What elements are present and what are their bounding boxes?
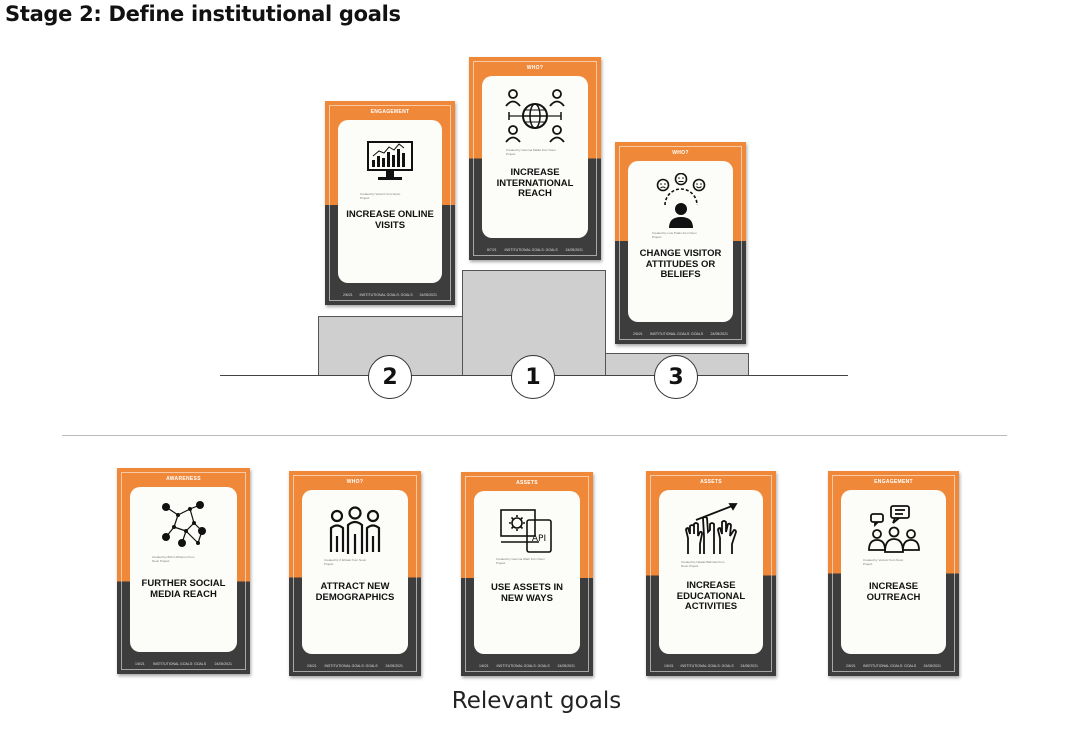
- card-date-code: 8/7/21: [487, 248, 497, 252]
- visitor-mood-icon: [656, 173, 705, 228]
- card-category: AWARENESS: [166, 476, 201, 482]
- card-footer: 1/6/21 INSTITUTIONAL GOALS: GOALS 24/05/…: [479, 664, 575, 668]
- goal-title: USE ASSETS IN NEW WAYS: [491, 582, 563, 604]
- goal-title: ATTRACT NEW DEMOGRAPHICS: [315, 581, 395, 603]
- goal-card-increase-online-visits[interactable]: ENGAGEMENT Created by Vectorz from Noun …: [325, 101, 455, 305]
- card-series: INSTITUTIONAL GOALS: GOALS: [496, 664, 550, 668]
- card-footer: 1/6/21 INSTITUTIONAL GOALS: GOALS 24/05/…: [664, 664, 758, 668]
- card-date: 24/05/2021: [557, 664, 575, 668]
- card-footer: 2/6/21 INSTITUTIONAL GOALS: GOALS 24/05/…: [343, 293, 437, 297]
- card-category: ENGAGEMENT: [874, 479, 913, 485]
- goal-card-further-social-media-reach[interactable]: AWARENESS Created by Bohm Dhamun from No…: [117, 468, 250, 674]
- goal-card-increase-international-reach[interactable]: WHO? Created by Gemma Mallet from Noun P…: [469, 57, 601, 260]
- card-category: WHO?: [526, 65, 544, 71]
- goal-title: INCREASE INTERNATIONAL REACH: [496, 167, 574, 199]
- card-date-code: 1/6/21: [479, 664, 489, 668]
- card-panel: Created by Vectorz from Noun Project INC…: [841, 490, 946, 654]
- rank-badge-3: 3: [654, 355, 698, 399]
- card-series: INSTITUTIONAL GOALS: GOALS: [650, 332, 704, 336]
- social-network-icon: [161, 501, 206, 547]
- card-date-code: 2/6/21: [307, 664, 317, 668]
- card-footer: 2/6/21 INSTITUTIONAL GOALS: GOALS 24/05/…: [307, 664, 403, 668]
- icon-credit: Created by Gemma Wark from Noun Project: [496, 557, 545, 565]
- card-category: ASSETS: [700, 479, 722, 485]
- goal-card-use-assets-in-new-ways[interactable]: ASSETS API Created by Gemma Wark from No…: [461, 472, 593, 676]
- icon-credit: Created by Vectorz from Noun Project: [360, 192, 401, 200]
- goal-title: CHANGE VISITOR ATTITUDES OR BELIEFS: [639, 248, 722, 280]
- goal-card-change-visitor-attitudes[interactable]: WHO? Created by Luis Prado from Noun Pro…: [615, 142, 746, 344]
- card-category: WHO?: [346, 479, 364, 485]
- card-footer: 2/6/21 INSTITUTIONAL GOALS: GOALS 24/05/…: [846, 664, 941, 668]
- card-date: 24/05/2021: [565, 248, 583, 252]
- card-panel: Created by Gemma Mallet from Noun Projec…: [482, 76, 588, 238]
- card-panel: Created by Luis Prado from Noun Project …: [628, 161, 733, 322]
- card-series: INSTITUTIONAL GOALS: GOALS: [680, 664, 734, 668]
- rank-badge-1: 1: [511, 355, 555, 399]
- card-date-code: 1/6/21: [664, 664, 674, 668]
- icon-credit: Created by Luis Prado from Noun Project: [652, 231, 697, 239]
- card-footer: 2/6/21 INSTITUTIONAL GOALS: GOALS 24/05/…: [633, 332, 728, 336]
- section-divider: [62, 435, 1007, 436]
- goal-title: INCREASE EDUCATIONAL ACTIVITIES: [676, 580, 746, 612]
- card-panel: API Created by Gemma Wark from Noun Proj…: [474, 491, 580, 654]
- card-footer: 1/6/21 INSTITUTIONAL GOALS: GOALS 24/05/…: [135, 662, 232, 666]
- globe-people-icon: [505, 89, 565, 143]
- card-panel: Created by Il Ikhwan from Noun Project A…: [302, 490, 408, 654]
- card-category: ENGAGEMENT: [370, 109, 410, 115]
- card-panel: Created by Vectorz from Noun Project INC…: [338, 120, 442, 283]
- card-date: 24/05/2021: [214, 662, 232, 666]
- goal-card-increase-educational-activities[interactable]: ASSETS Created by Nawas Bahman from Noun…: [646, 471, 776, 676]
- card-series: INSTITUTIONAL GOALS: GOALS: [504, 248, 558, 252]
- speech-group-icon: [867, 505, 920, 553]
- goal-title: FURTHER SOCIAL MEDIA REACH: [141, 578, 226, 600]
- card-date: 24/05/2021: [923, 664, 941, 668]
- card-date-code: 2/6/21: [343, 293, 353, 297]
- card-category: WHO?: [672, 150, 689, 156]
- card-date: 24/05/2021: [385, 664, 403, 668]
- api-device-icon: API: [500, 509, 552, 553]
- page-title: Stage 2: Define institutional goals: [5, 2, 401, 26]
- svg-text:API: API: [532, 534, 546, 544]
- card-series: INSTITUTIONAL GOALS: GOALS: [359, 293, 413, 297]
- relevant-goals-caption: Relevant goals: [451, 688, 622, 714]
- people-group-icon: [329, 506, 381, 554]
- icon-credit: Created by Bohm Dhamun from Noun Project: [152, 555, 195, 563]
- monitor-chart-icon: [367, 141, 413, 180]
- icon-credit: Created by Gemma Mallet from Noun Projec…: [506, 148, 556, 156]
- card-category: ASSETS: [516, 480, 538, 486]
- card-footer: 8/7/21 INSTITUTIONAL GOALS: GOALS 24/05/…: [487, 248, 583, 252]
- goal-card-increase-outreach[interactable]: ENGAGEMENT Created by Vectorz from Noun …: [828, 471, 959, 676]
- goal-card-attract-new-demographics[interactable]: WHO? Created by Il Ikhwan from Noun Proj…: [289, 471, 421, 676]
- raised-hands-icon: [685, 503, 738, 554]
- icon-credit: Created by Nawas Bahman from Noun Projec…: [681, 560, 725, 568]
- rank-badge-2: 2: [368, 355, 412, 399]
- goal-title: INCREASE ONLINE VISITS: [346, 209, 434, 231]
- icon-credit: Created by Vectorz from Noun Project: [863, 558, 904, 566]
- icon-credit: Created by Il Ikhwan from Noun Project: [324, 558, 367, 566]
- goal-title: INCREASE OUTREACH: [866, 581, 921, 603]
- card-date: 24/05/2021: [740, 664, 758, 668]
- card-panel: Created by Bohm Dhamun from Noun Project…: [130, 487, 237, 652]
- card-date: 24/05/2021: [419, 293, 437, 297]
- card-series: INSTITUTIONAL GOALS: GOALS: [324, 664, 378, 668]
- card-series: INSTITUTIONAL GOALS: GOALS: [863, 664, 917, 668]
- card-panel: Created by Nawas Bahman from Noun Projec…: [659, 490, 763, 654]
- card-series: INSTITUTIONAL GOALS: GOALS: [153, 662, 207, 666]
- card-date-code: 2/6/21: [633, 332, 643, 336]
- card-date: 24/05/2021: [710, 332, 728, 336]
- card-date-code: 2/6/21: [846, 664, 856, 668]
- card-date-code: 1/6/21: [135, 662, 145, 666]
